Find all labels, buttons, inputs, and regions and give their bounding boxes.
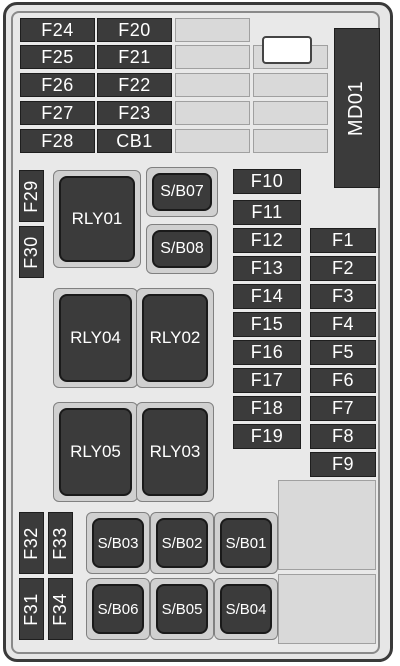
fuse-f16: F16 xyxy=(233,340,301,365)
fuse-f9: F9 xyxy=(310,452,376,477)
relay-sb08-label: S/B08 xyxy=(152,230,212,268)
fuse-f32: F32 xyxy=(19,512,44,574)
fuse-f21: F21 xyxy=(97,45,172,69)
fuse-f4: F4 xyxy=(310,312,376,337)
fuse-f26: F26 xyxy=(20,73,95,97)
relay-sb08: S/B08 xyxy=(146,224,218,274)
relay-rly04-label: RLY04 xyxy=(59,294,132,382)
empty-slot xyxy=(175,45,250,69)
fuse-f30-label: F30 xyxy=(21,235,41,269)
empty-slot xyxy=(253,73,328,97)
fuse-f10: F10 xyxy=(233,169,301,194)
relay-rly02-label: RLY02 xyxy=(142,294,208,382)
fuse-f8: F8 xyxy=(310,424,376,449)
relay-rly02: RLY02 xyxy=(136,288,214,388)
fuse-f22: F22 xyxy=(97,73,172,97)
fuse-f28: F28 xyxy=(20,129,95,153)
fuse-f27: F27 xyxy=(20,101,95,125)
relay-sb06-label: S/B06 xyxy=(92,584,144,634)
fuse-f23: F23 xyxy=(97,101,172,125)
relay-sb02-label: S/B02 xyxy=(156,518,208,568)
empty-slot xyxy=(175,101,250,125)
empty-slot-large xyxy=(278,480,376,570)
relay-sb01: S/B01 xyxy=(214,512,278,574)
fuse-f7: F7 xyxy=(310,396,376,421)
relay-rly03: RLY03 xyxy=(136,402,214,502)
relay-rly03-label: RLY03 xyxy=(142,408,208,496)
fuse-f20: F20 xyxy=(97,18,172,42)
fuse-f18: F18 xyxy=(233,396,301,421)
relay-sb06: S/B06 xyxy=(86,578,150,640)
empty-slot-large xyxy=(278,574,376,644)
module-md01-label: MD01 xyxy=(345,80,368,136)
fuse-f34: F34 xyxy=(48,578,73,640)
relay-sb05: S/B05 xyxy=(150,578,214,640)
latch-clip xyxy=(262,36,312,64)
relay-rly05-label: RLY05 xyxy=(59,408,132,496)
relay-sb07-label: S/B07 xyxy=(152,173,212,211)
fuse-f31-label: F31 xyxy=(21,592,41,626)
fuse-f29-label: F29 xyxy=(21,179,41,213)
relay-rly01-label: RLY01 xyxy=(59,176,135,262)
empty-slot xyxy=(175,73,250,97)
fuse-f19: F19 xyxy=(233,424,301,449)
fuse-f15: F15 xyxy=(233,312,301,337)
relay-sb01-label: S/B01 xyxy=(220,518,272,568)
fuse-f13: F13 xyxy=(233,256,301,281)
fuse-f34-label: F34 xyxy=(50,592,70,626)
relay-sb05-label: S/B05 xyxy=(156,584,208,634)
fuse-f33-label: F33 xyxy=(50,526,70,560)
empty-slot xyxy=(175,129,250,153)
relay-rly01: RLY01 xyxy=(53,170,141,268)
fuse-cb1: CB1 xyxy=(97,129,172,153)
fuse-f25: F25 xyxy=(20,45,95,69)
fuse-f17: F17 xyxy=(233,368,301,393)
fuse-f11: F11 xyxy=(233,200,301,225)
fuse-f29: F29 xyxy=(19,170,44,222)
relay-sb04-label: S/B04 xyxy=(220,584,272,634)
empty-slot xyxy=(253,101,328,125)
empty-slot xyxy=(175,18,250,42)
relay-sb03: S/B03 xyxy=(86,512,150,574)
fuse-f32-label: F32 xyxy=(21,526,41,560)
fuse-f14: F14 xyxy=(233,284,301,309)
fuse-f12: F12 xyxy=(233,228,301,253)
fuse-f30: F30 xyxy=(19,226,44,278)
relay-sb04: S/B04 xyxy=(214,578,278,640)
relay-rly04: RLY04 xyxy=(53,288,138,388)
fuse-f33: F33 xyxy=(48,512,73,574)
module-md01: MD01 xyxy=(334,28,380,188)
fuse-f3: F3 xyxy=(310,284,376,309)
relay-sb07: S/B07 xyxy=(146,167,218,217)
fuse-f5: F5 xyxy=(310,340,376,365)
fuse-f24: F24 xyxy=(20,18,95,42)
relay-sb02: S/B02 xyxy=(150,512,214,574)
relay-sb03-label: S/B03 xyxy=(92,518,144,568)
empty-slot xyxy=(253,129,328,153)
fuse-f1: F1 xyxy=(310,228,376,253)
relay-rly05: RLY05 xyxy=(53,402,138,502)
fuse-f6: F6 xyxy=(310,368,376,393)
fuse-f2: F2 xyxy=(310,256,376,281)
fuse-f31: F31 xyxy=(19,578,44,640)
